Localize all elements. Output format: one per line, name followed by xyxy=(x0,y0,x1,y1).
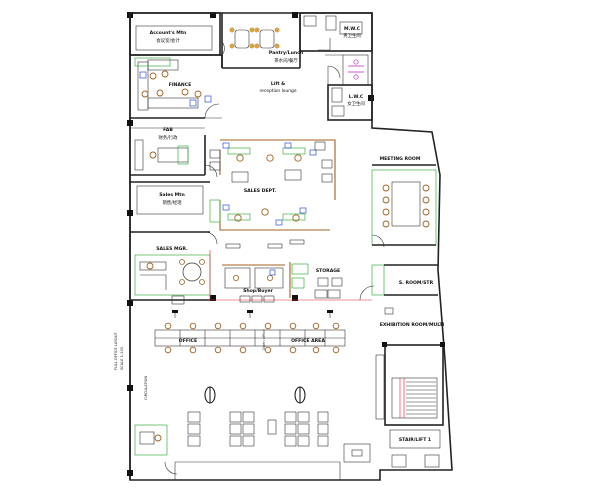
sales-dept-name: SALES DEPT. xyxy=(244,188,277,194)
pantry-table-1 xyxy=(229,27,255,49)
sales-dept: SALES DEPT. xyxy=(209,139,336,231)
male-toilet-sub: 男卫生间 xyxy=(343,32,361,39)
exhibition-room: EXHIBITION ROOM/MULTI xyxy=(380,322,445,328)
sales-monitors xyxy=(222,142,317,226)
accounts-room-name: Account's Mtn xyxy=(150,30,187,36)
s-room: S. ROOM/STR xyxy=(359,264,438,315)
pantry-table-2 xyxy=(254,27,280,49)
shop-buyer-name: Shop/Buyer xyxy=(243,288,274,294)
fab-room: FAB 财务/行政 xyxy=(130,127,218,178)
small-room-lower-left xyxy=(134,424,168,456)
storage-name: STORAGE xyxy=(316,268,340,274)
finance-chairs xyxy=(141,70,202,98)
female-toilet-sub: 女卫生间 xyxy=(347,100,365,107)
finance-room-name: FINANCE xyxy=(169,82,192,88)
desk-label-left: OFFICE xyxy=(179,338,197,344)
fab-room-sub: 财务/行政 xyxy=(158,134,178,141)
sales-mgr-name: SALES MGR. xyxy=(156,246,188,252)
pantry-room-sub: 茶水间/餐厅 xyxy=(274,57,298,64)
accounts-room-sub: 会议室/会计 xyxy=(156,37,180,44)
lobby-sub: reception lounge xyxy=(259,88,296,94)
desk-label-vertical: Open office xyxy=(262,329,266,350)
desk-chairs-top xyxy=(164,322,340,330)
male-toilet: M.W.C 男卫生间 xyxy=(299,12,373,52)
meeting-room: MEETING ROOM xyxy=(371,156,437,248)
lower-seating xyxy=(164,386,371,480)
seat-block-left xyxy=(187,411,255,447)
lobby-name: Lift & xyxy=(271,81,285,87)
fab-room-name: FAB xyxy=(163,127,173,133)
female-toilet-name: L.W.C xyxy=(349,94,364,100)
stair-treads xyxy=(406,381,436,415)
side-note-line3: CIRCULATION xyxy=(144,376,148,400)
desk-label-right: OFFICE AREA xyxy=(291,338,325,344)
sales-chairs xyxy=(234,154,302,222)
storage-chairs xyxy=(232,274,273,281)
exhibition-name: EXHIBITION ROOM/MULTI xyxy=(380,322,445,328)
lift-cores xyxy=(325,54,369,86)
male-toilet-name: M.W.C xyxy=(344,26,361,32)
side-note: FULL OFFICE LAYOUT SCALE 1:100 CIRCULATI… xyxy=(114,331,148,400)
stair-core: STAIR/LIFT 1 xyxy=(375,342,445,468)
pantry-room: Pantry/Lunch 茶水间/餐厅 xyxy=(221,13,303,69)
stair-name: STAIR/LIFT 1 xyxy=(399,437,431,443)
female-toilet: L.W.C 女卫生间 xyxy=(327,84,373,121)
s-room-name: S. ROOM/STR xyxy=(399,280,434,286)
finance-room: FINANCE xyxy=(130,54,223,119)
desk-chairs-bottom xyxy=(164,346,340,354)
sales-mgr-room: SALES MGR. xyxy=(130,246,211,305)
open-office-desks: OFFICE OFFICE AREA Open office xyxy=(154,310,346,354)
meeting-room-name: MEETING ROOM xyxy=(380,156,421,162)
storage-area: STORAGE Shop/Buyer xyxy=(209,239,372,303)
meeting-chairs xyxy=(382,184,430,228)
accounts-room: Account's Mtn 会议室/会计 xyxy=(129,12,225,56)
side-note-line1: FULL OFFICE LAYOUT xyxy=(114,331,118,370)
pantry-room-name: Pantry/Lunch xyxy=(269,50,303,56)
lobby-area: Lift & reception lounge xyxy=(259,65,341,94)
sales-mtn-name: Sales Mtn xyxy=(159,192,184,198)
sales-mtn-sub: 销售/经理 xyxy=(162,199,182,206)
sales-mtn-room: Sales Mtn 销售/经理 xyxy=(130,181,221,245)
side-note-line2: SCALE 1:100 xyxy=(120,346,124,370)
seat-block-right xyxy=(284,411,329,447)
